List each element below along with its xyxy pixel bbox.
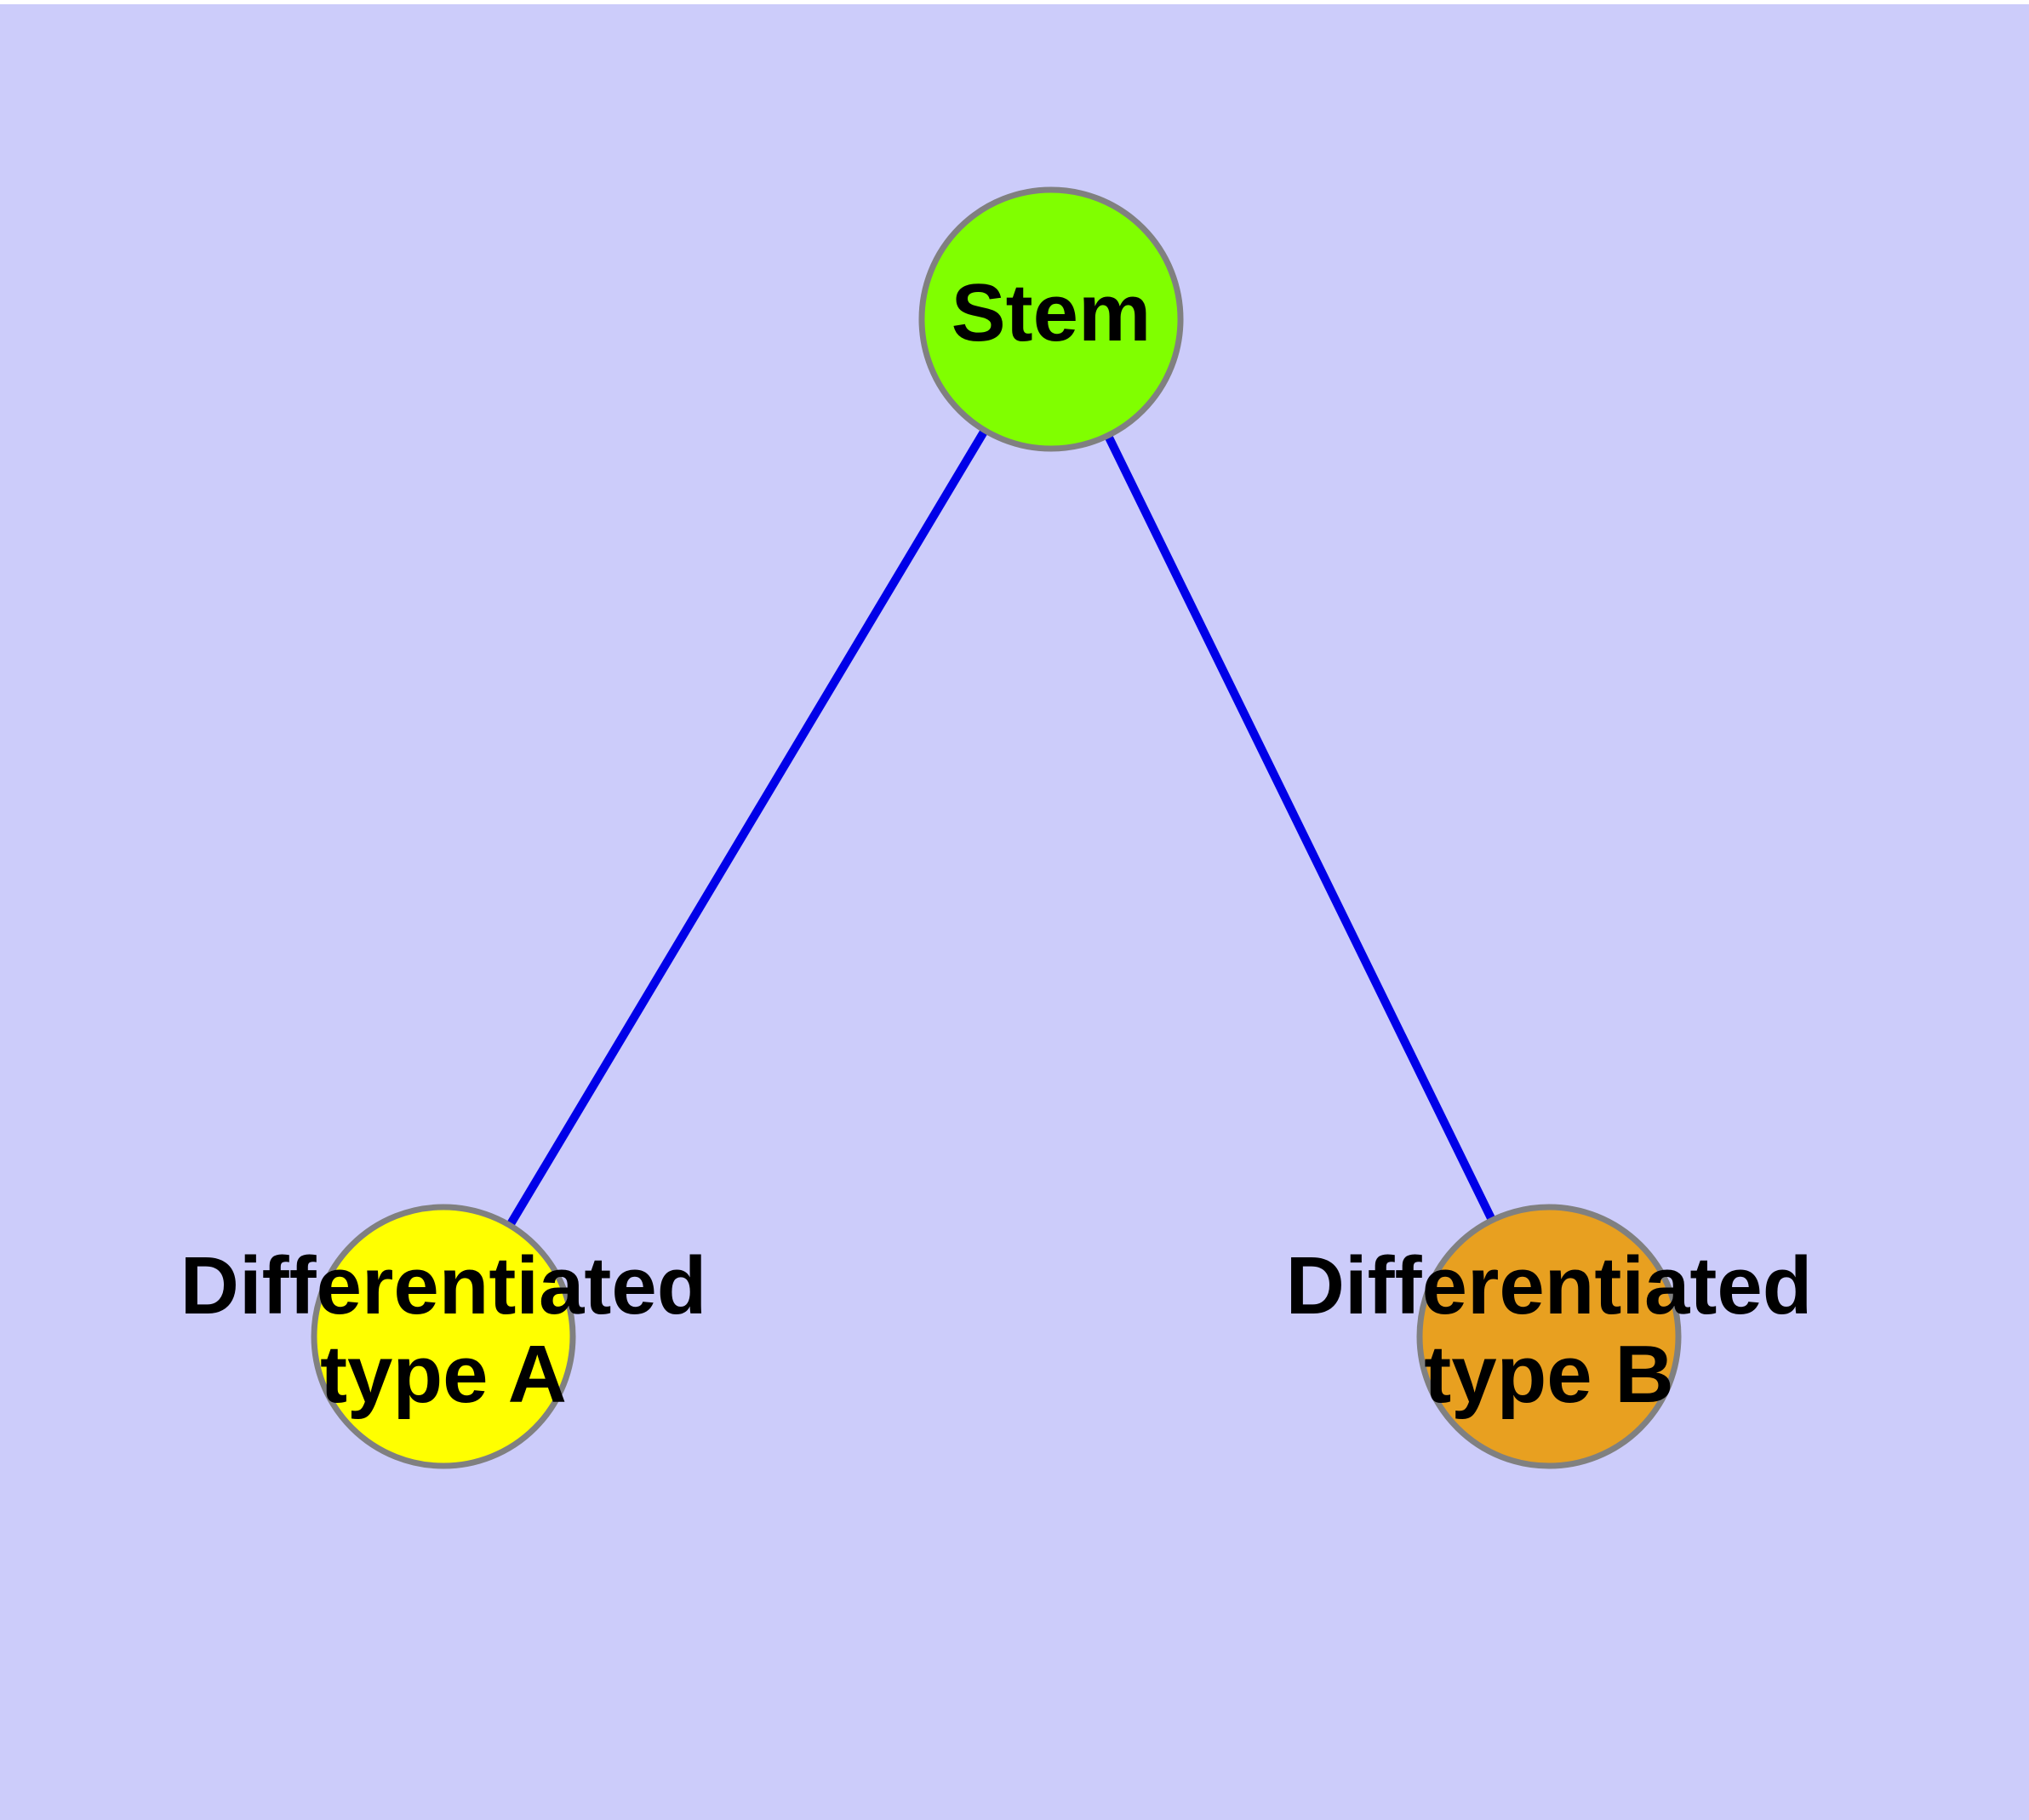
edges-layer	[506, 429, 1495, 1227]
node-differentiated-type-a[interactable]	[311, 1204, 576, 1469]
node-stem-circle[interactable]	[918, 186, 1184, 452]
edge-stem-to-diff-a[interactable]	[506, 429, 988, 1227]
nodes-layer	[311, 186, 1682, 1469]
node-differentiated-type-a-circle[interactable]	[311, 1204, 576, 1469]
node-differentiated-type-b-circle[interactable]	[1416, 1204, 1682, 1469]
edge-stem-to-diff-b[interactable]	[1105, 435, 1495, 1221]
canvas-top-strip	[0, 0, 2029, 4]
node-differentiated-type-b[interactable]	[1416, 1204, 1682, 1469]
node-stem[interactable]	[918, 186, 1184, 452]
node-stem-label: Stem	[952, 267, 1152, 358]
